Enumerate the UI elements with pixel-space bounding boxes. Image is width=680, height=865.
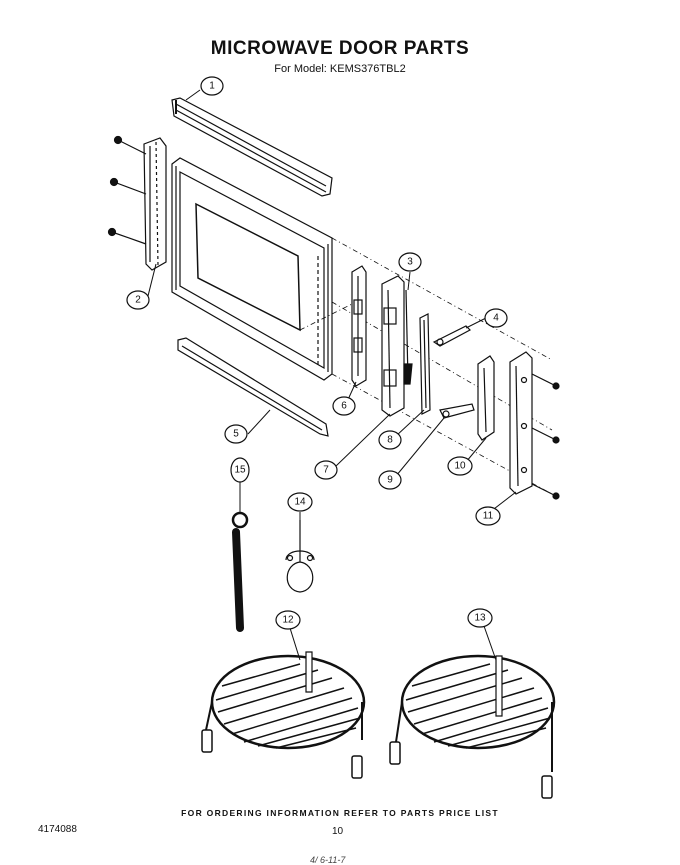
callout-10: 10 xyxy=(447,456,473,476)
part-7-latch-bracket xyxy=(381,275,405,417)
part-2-left-hinge xyxy=(107,135,167,271)
callout-6: 6 xyxy=(332,396,356,416)
svg-text:13: 13 xyxy=(474,613,486,624)
callout-3: 3 xyxy=(398,252,422,272)
part-8-link xyxy=(419,313,431,415)
part-13-rack xyxy=(389,654,556,799)
svg-text:10: 10 xyxy=(454,461,466,472)
svg-text:12: 12 xyxy=(282,615,294,626)
svg-text:3: 3 xyxy=(407,257,413,268)
callout-9: 9 xyxy=(378,470,402,490)
svg-text:15: 15 xyxy=(234,465,246,476)
svg-text:11: 11 xyxy=(483,511,494,522)
diagram-title: MICROWAVE DOOR PARTS xyxy=(210,38,470,59)
document-number: 4174088 xyxy=(38,824,77,835)
part-6-latch xyxy=(351,265,367,387)
part-3-spring xyxy=(403,289,413,385)
callout-15: 15 xyxy=(230,457,250,483)
callout-12: 12 xyxy=(275,610,301,630)
callout-8: 8 xyxy=(378,430,402,450)
part-5-bottom-trim xyxy=(177,337,329,437)
svg-text:4: 4 xyxy=(493,313,499,324)
model-subtitle: For Model: KEMS376TBL2 xyxy=(274,63,406,75)
handwritten-note: 4/ 6-11-7 xyxy=(310,855,346,865)
callout-5: 5 xyxy=(224,424,248,444)
leader-lines xyxy=(147,89,517,661)
callout-11: 11 xyxy=(475,506,501,526)
svg-text:1: 1 xyxy=(209,81,215,92)
svg-text:9: 9 xyxy=(387,475,393,486)
svg-text:2: 2 xyxy=(135,295,141,306)
part-12-rack xyxy=(201,651,366,779)
callout-1: 1 xyxy=(200,76,224,96)
callout-13: 13 xyxy=(467,608,493,628)
svg-text:5: 5 xyxy=(233,429,239,440)
part-4-upper-lever xyxy=(432,325,471,347)
ordering-info-note: FOR ORDERING INFORMATION REFER TO PARTS … xyxy=(181,808,499,818)
part-9-lower-lever xyxy=(439,403,475,419)
svg-text:14: 14 xyxy=(294,497,306,508)
part-15-cord xyxy=(231,511,249,632)
svg-text:8: 8 xyxy=(387,435,393,446)
callout-2: 2 xyxy=(126,290,150,310)
part-10-right-bracket xyxy=(477,355,495,441)
callout-7: 7 xyxy=(314,460,338,480)
page-number: 10 xyxy=(332,826,344,837)
part-14-clip xyxy=(285,520,315,593)
part-1-top-trim xyxy=(171,97,333,197)
part-11-right-hinge xyxy=(509,351,560,500)
callout-14: 14 xyxy=(287,492,313,512)
callout-4: 4 xyxy=(484,308,508,328)
svg-text:6: 6 xyxy=(341,401,347,412)
svg-text:7: 7 xyxy=(323,465,329,476)
